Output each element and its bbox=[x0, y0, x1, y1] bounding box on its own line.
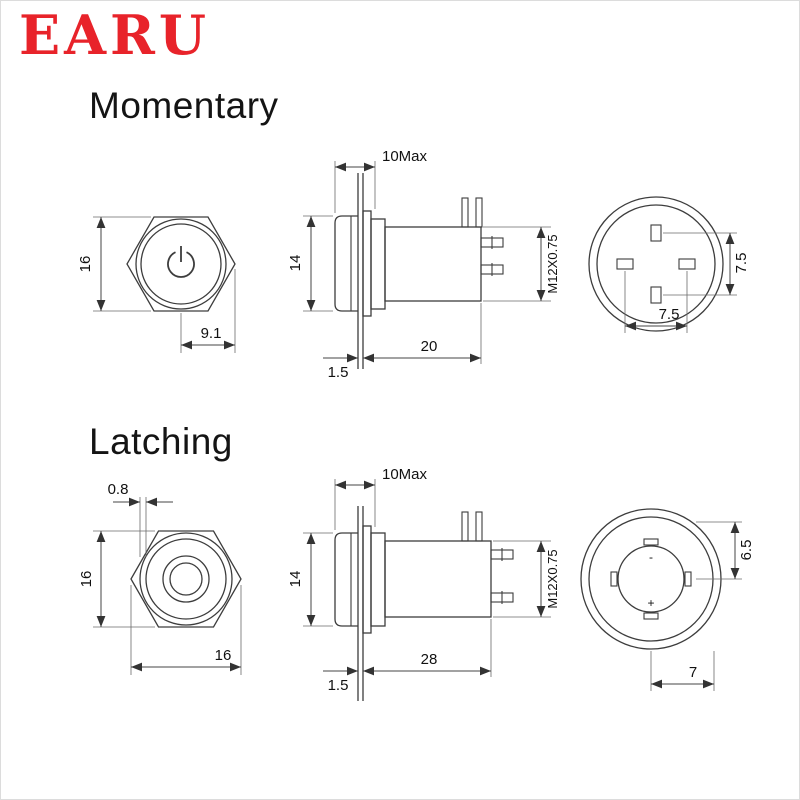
blade-terminal-north bbox=[643, 538, 659, 546]
dim-head-max: 10Max bbox=[334, 148, 428, 213]
pin-south bbox=[650, 286, 662, 304]
led-ring-outer bbox=[162, 555, 210, 603]
dim-label: 14 bbox=[287, 571, 304, 588]
dim-label: 7.5 bbox=[659, 306, 680, 323]
momentary-side-view: 10Max 14 M12X0.75 1.5 20 bbox=[287, 148, 560, 381]
washer bbox=[362, 525, 372, 634]
dim-panel-thickness: 1.5 bbox=[323, 666, 358, 694]
dim-label: 1.5 bbox=[328, 364, 349, 381]
housing-inner-circle bbox=[596, 204, 716, 324]
led-pin bbox=[461, 197, 469, 228]
button-head bbox=[334, 215, 358, 312]
momentary-back-view: 7.5 7.5 bbox=[588, 196, 750, 333]
dim-front-height: 16 bbox=[77, 216, 151, 312]
dim-label: 28 bbox=[421, 651, 438, 668]
dim-label: 16 bbox=[78, 571, 95, 588]
dim-body-length: 28 bbox=[363, 619, 492, 677]
bezel-outer-ring bbox=[135, 218, 227, 310]
dim-front-half-width: 9.1 bbox=[180, 269, 236, 353]
dim-label: 1.5 bbox=[328, 677, 349, 694]
bezel-outer-ring bbox=[139, 532, 233, 626]
blade-terminal-south bbox=[643, 612, 659, 620]
terminal-negative-label: - bbox=[649, 550, 653, 564]
led-pin bbox=[461, 511, 469, 542]
washer bbox=[362, 210, 372, 317]
section-title-momentary: Momentary bbox=[89, 85, 279, 126]
dim-body-length: 20 bbox=[363, 303, 482, 364]
terminal-positive-label: + bbox=[647, 596, 654, 610]
thread-label: M12X0.75 bbox=[545, 549, 560, 608]
dim-front-height: 16 bbox=[78, 530, 155, 628]
hex-nut-outline bbox=[126, 216, 236, 312]
dim-label: 10Max bbox=[382, 466, 428, 483]
dim-label: 0.8 bbox=[108, 481, 129, 498]
latching-side-view: 10Max 14 M12X0.75 1.5 28 bbox=[287, 466, 560, 701]
dim-panel-thickness: 1.5 bbox=[323, 353, 358, 381]
dim-label: 10Max bbox=[382, 148, 428, 165]
dim-head-diameter: 14 bbox=[287, 215, 333, 312]
pin-west bbox=[616, 258, 634, 270]
dim-label: 16 bbox=[77, 256, 94, 273]
hex-nut bbox=[370, 532, 386, 627]
dim-head-diameter: 14 bbox=[287, 532, 333, 627]
hex-nut bbox=[370, 218, 386, 310]
latching-back-view: + - 6.5 7 bbox=[580, 508, 755, 691]
dim-label: 16 bbox=[215, 647, 232, 664]
dim-thread-spec: M12X0.75 bbox=[483, 226, 560, 302]
hex-nut-outline bbox=[130, 530, 242, 628]
blade-terminal-east bbox=[684, 571, 692, 587]
dim-head-max: 10Max bbox=[334, 466, 428, 530]
dim-label: 6.5 bbox=[738, 540, 755, 561]
housing-outer-circle bbox=[588, 196, 724, 332]
thread-label: M12X0.75 bbox=[545, 234, 560, 293]
dim-label: 14 bbox=[287, 255, 304, 272]
dim-front-width: 16 bbox=[130, 585, 242, 675]
dim-label: 9.1 bbox=[201, 325, 222, 342]
dim-bezel-lip: 0.8 bbox=[108, 481, 173, 557]
latching-front-view: 0.8 16 16 bbox=[78, 481, 242, 675]
blade-terminal-west bbox=[610, 571, 618, 587]
led-pin bbox=[475, 511, 483, 542]
dim-label: 7 bbox=[689, 664, 697, 681]
button-head bbox=[334, 532, 358, 627]
pin-north bbox=[650, 224, 662, 242]
dim-pin-pitch-horizontal: 7 bbox=[650, 651, 715, 691]
threaded-body bbox=[384, 226, 482, 302]
dim-pin-pitch-vertical: 6.5 bbox=[696, 521, 755, 580]
dim-pin-pitch-vertical: 7.5 bbox=[663, 232, 750, 296]
brand-logo: EARU bbox=[19, 3, 211, 67]
threaded-body bbox=[384, 540, 492, 618]
dim-thread-spec: M12X0.75 bbox=[493, 540, 560, 618]
led-ring-inner bbox=[169, 562, 203, 596]
dim-label: 7.5 bbox=[733, 253, 750, 274]
momentary-front-view: 16 9.1 bbox=[77, 216, 236, 353]
bezel-inner-ring bbox=[145, 538, 227, 620]
section-title-latching: Latching bbox=[89, 421, 233, 462]
terminal-boss-circle bbox=[617, 545, 685, 613]
housing-inner-circle bbox=[588, 516, 714, 642]
led-pin bbox=[475, 197, 483, 228]
pin-east bbox=[678, 258, 696, 270]
dim-label: 20 bbox=[421, 338, 438, 355]
dim-pin-pitch-horizontal: 7.5 bbox=[624, 271, 688, 333]
bezel-inner-ring bbox=[140, 223, 222, 305]
power-symbol-icon bbox=[167, 251, 195, 278]
